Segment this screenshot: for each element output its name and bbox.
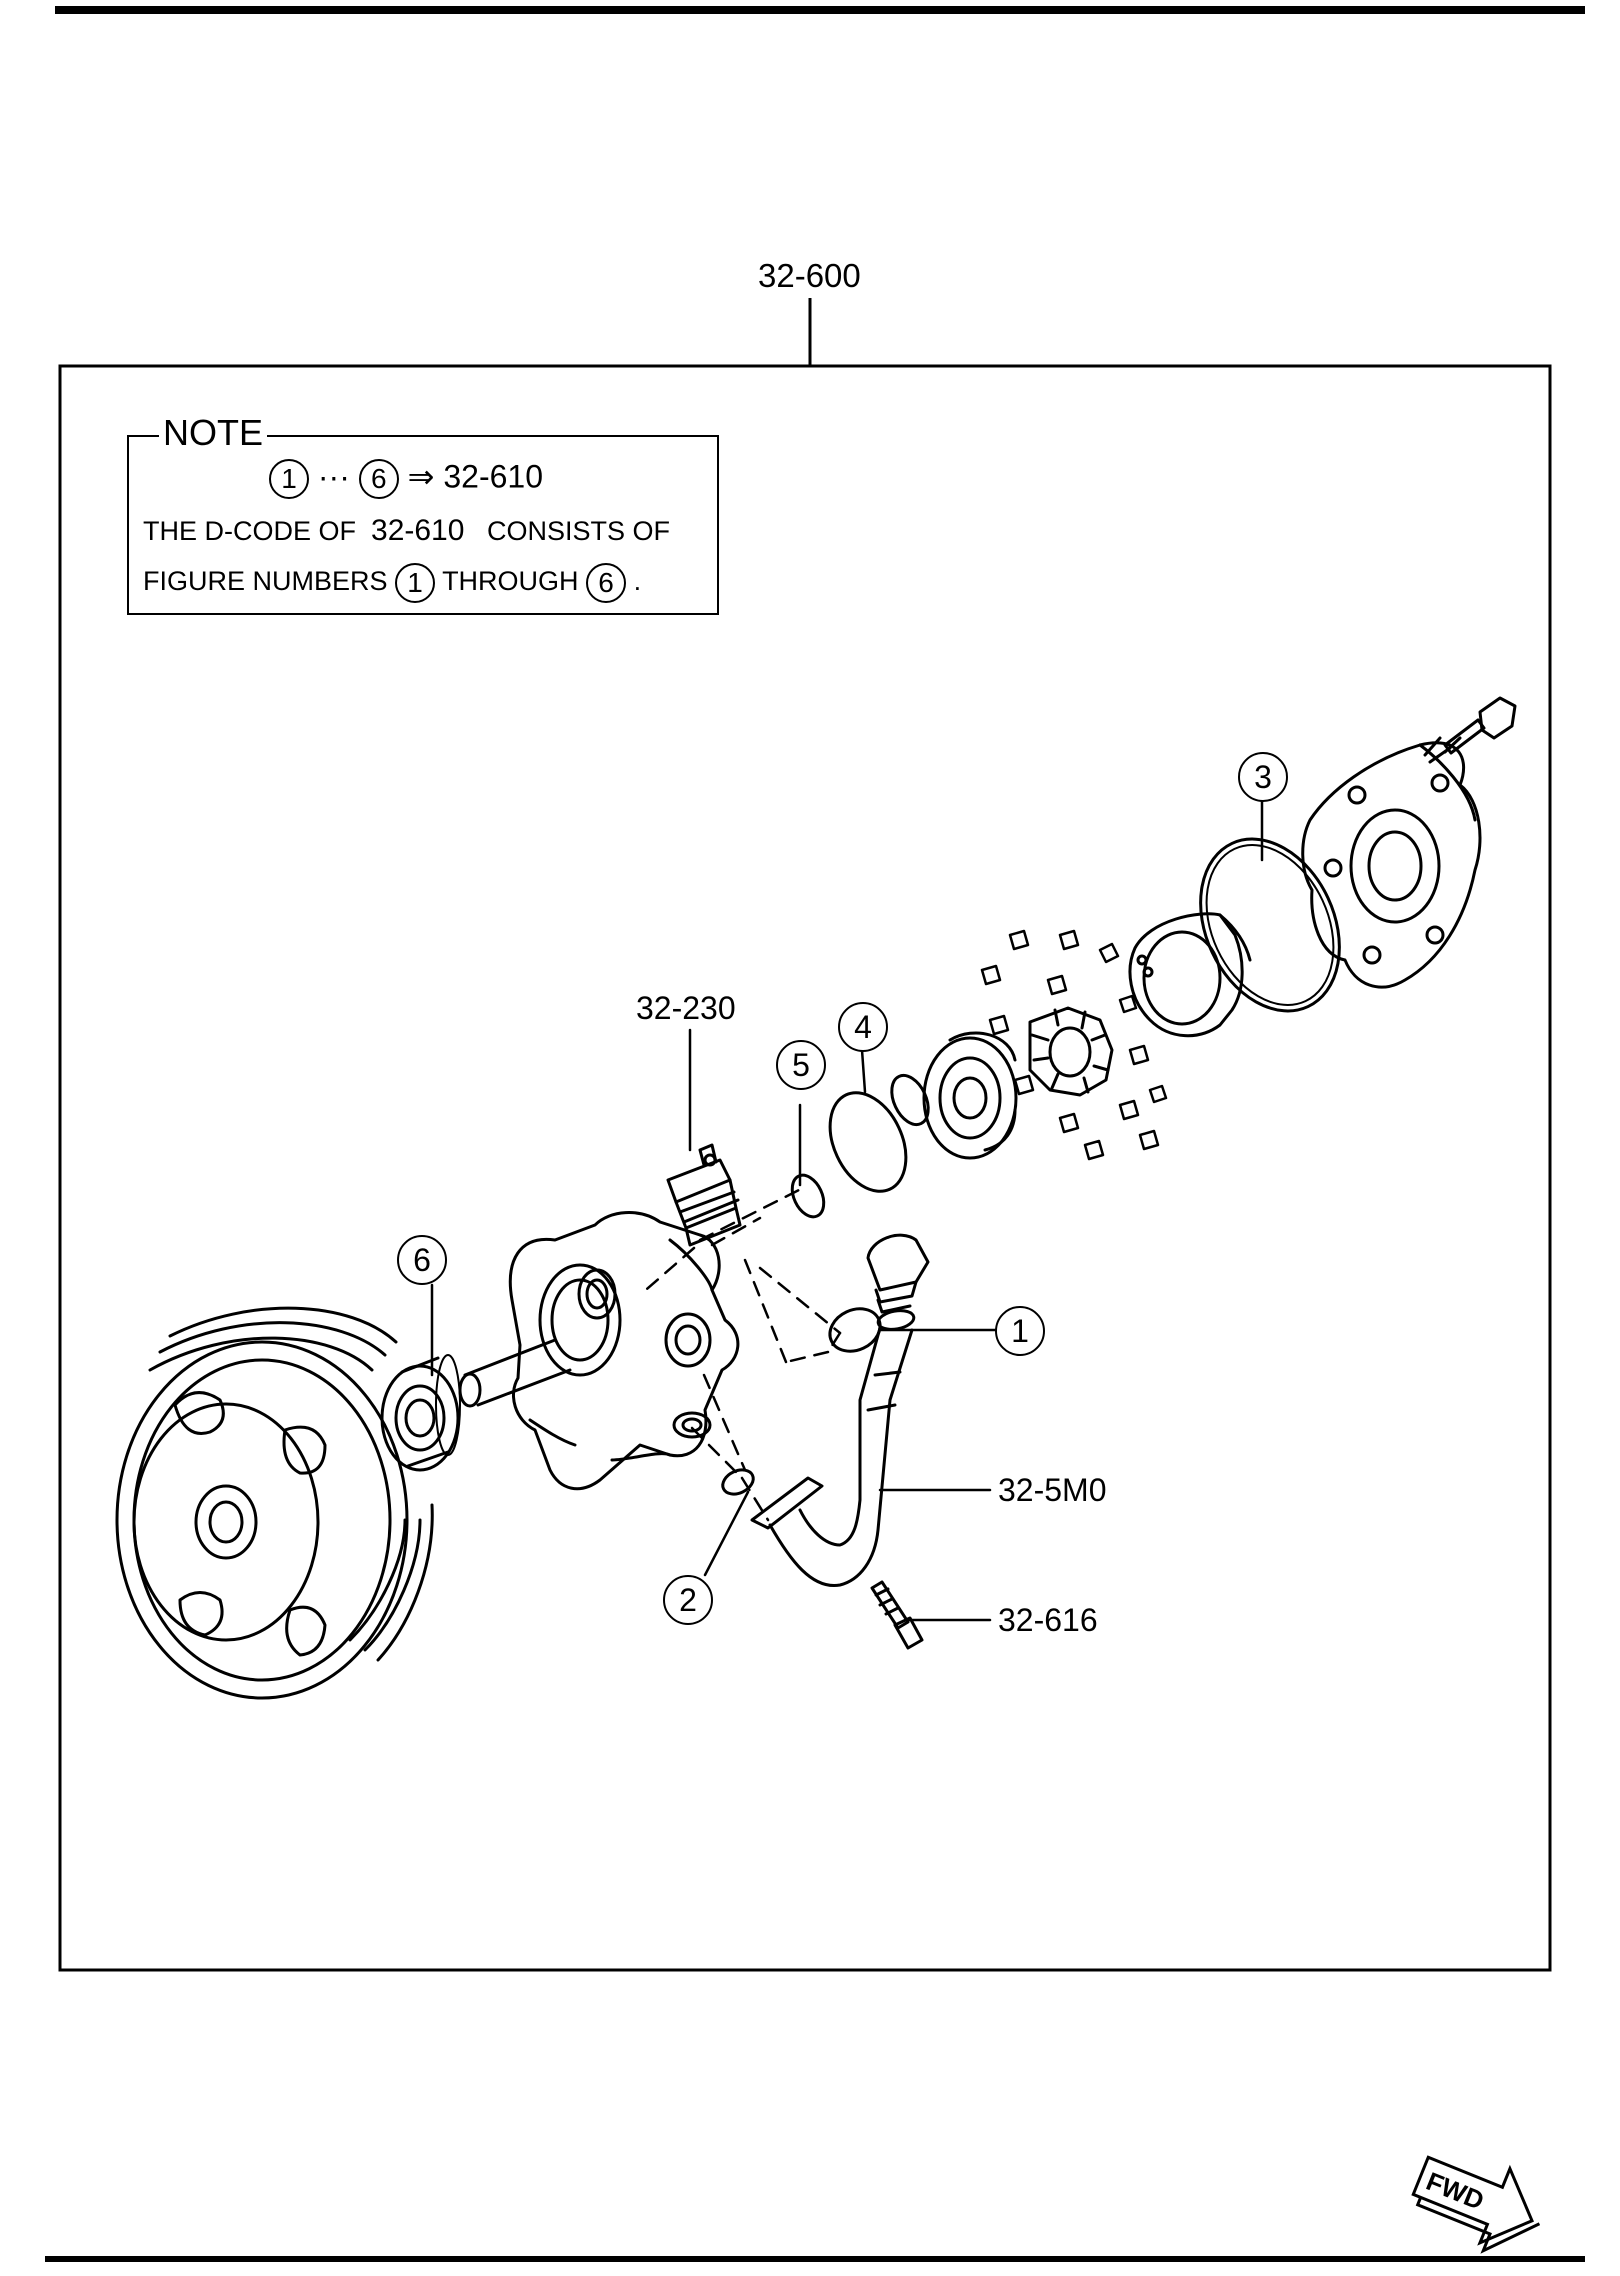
cam-ring [1128, 912, 1252, 1038]
callout-pressure-switch: 32-230 [636, 990, 736, 1026]
note-line-range: 1 ··· 6 ⇒ 32-610 [269, 459, 543, 499]
bottom-rule [45, 2256, 1585, 2262]
assembly-code-label: 32-600 [758, 257, 861, 294]
note-line-2: THE D-CODE OF 32-610 CONSISTS OF [143, 515, 670, 547]
vanes [980, 929, 1168, 1161]
note-line3-end: . [633, 566, 642, 597]
o-ring-4b [890, 1073, 930, 1127]
rear-cover [1301, 741, 1482, 989]
pulley [115, 1306, 434, 1700]
figure-number-6: 6 [397, 1235, 447, 1285]
note-range-sep: ··· [317, 458, 350, 495]
cover-bolt [1423, 696, 1517, 764]
note-line3-prefix: FIGURE NUMBERS [143, 566, 388, 597]
seal-ring-3-inner [1205, 844, 1335, 1006]
bearing [380, 1354, 461, 1472]
side-plate [922, 1031, 1018, 1160]
assembly-frame [58, 364, 1552, 1972]
shaft [458, 1338, 572, 1408]
leader-lines [430, 798, 1264, 1622]
note-title: NOTE [159, 413, 268, 453]
note-line3-to: 6 [586, 563, 627, 603]
figure-number-2: 2 [663, 1575, 713, 1625]
o-ring-5 [790, 1173, 826, 1219]
fwd-arrow-icon: FWD [1411, 2155, 1541, 2254]
note-line3-mid: THROUGH [442, 566, 579, 597]
pipe-bolt [870, 1580, 924, 1650]
rotor [1028, 1006, 1114, 1097]
figure-number-1: 1 [995, 1306, 1045, 1356]
note-line2-prefix: THE D-CODE OF [143, 516, 356, 546]
assembly-guides [638, 1186, 842, 1522]
o-ring-4 [828, 1091, 908, 1193]
pressure-switch [666, 1143, 742, 1247]
note-range-end: 6 [358, 459, 399, 499]
pump-body [508, 1211, 740, 1491]
note-box: NOTE 1 ··· 6 ⇒ 32-610 THE D-CODE OF 32-6… [127, 413, 719, 615]
o-ring-1 [828, 1307, 882, 1353]
callout-bolt: 32-616 [998, 1602, 1098, 1638]
note-line-3: FIGURE NUMBERS 1 THROUGH 6 . [143, 563, 641, 603]
seal-ring-3 [1199, 837, 1341, 1013]
note-line2-suffix: CONSISTS OF [486, 516, 670, 546]
note-arrow: ⇒ [407, 458, 435, 495]
note-range-code: 32-610 [443, 458, 543, 495]
figure-number-4: 4 [838, 1002, 888, 1052]
note-line3-from: 1 [395, 563, 436, 603]
note-line2-code: 32-610 [371, 514, 465, 547]
o-ring-2 [721, 1468, 755, 1496]
plug [866, 1233, 930, 1314]
note-range-start: 1 [269, 459, 309, 499]
callout-pipe: 32-5M0 [998, 1472, 1107, 1508]
figure-number-3: 3 [1238, 752, 1288, 802]
return-pipe [750, 1309, 916, 1588]
top-rule [55, 6, 1585, 14]
figure-number-5: 5 [776, 1040, 826, 1090]
